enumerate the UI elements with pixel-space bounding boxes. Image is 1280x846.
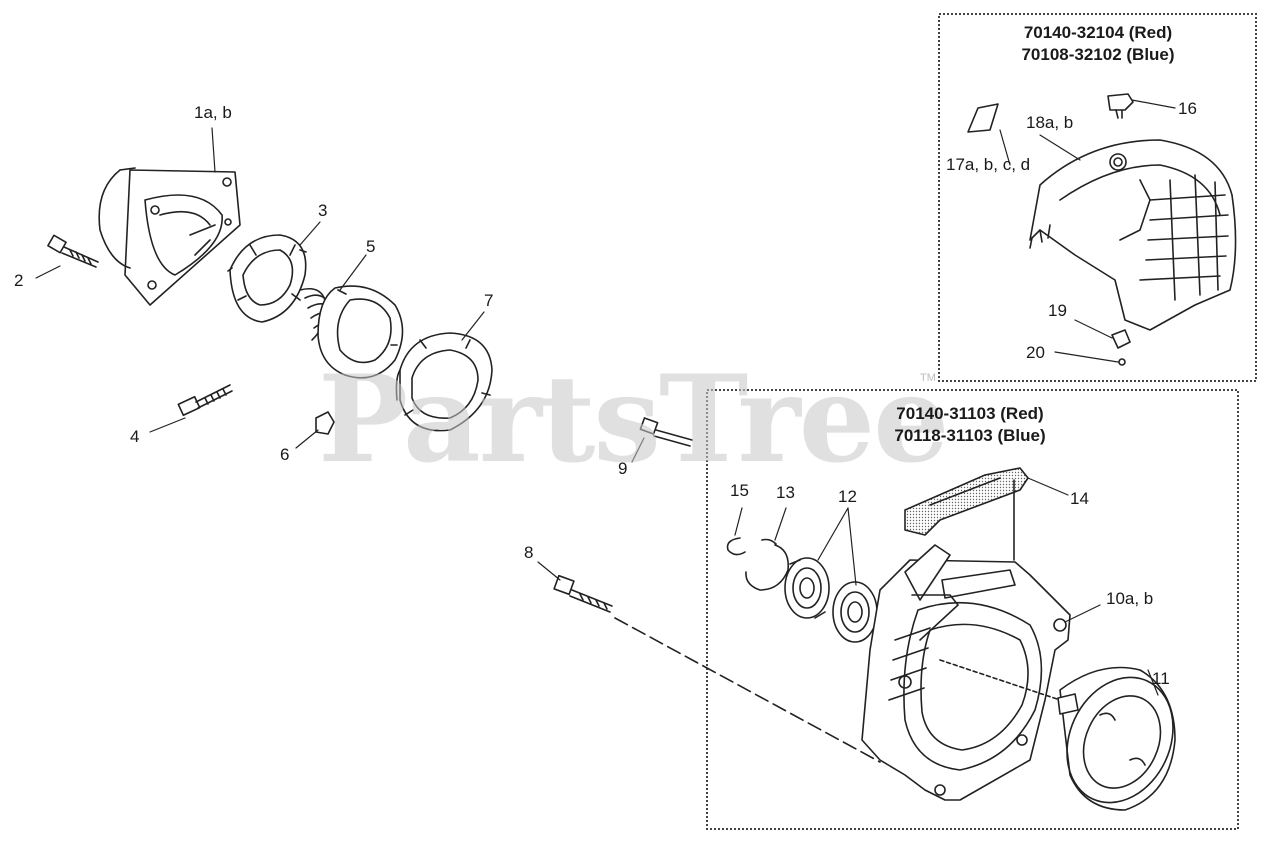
callout-11[interactable]: 11 — [1152, 669, 1170, 688]
callout-19[interactable]: 19 — [1048, 301, 1067, 320]
callout-17[interactable]: 17a, b, c, d — [946, 155, 1031, 174]
part-8-long-bolt — [553, 574, 881, 763]
part-16-nut — [1107, 93, 1134, 119]
kit-starter-title: 70140-31103 (Red) 70118-31103 (Blue) — [860, 403, 1080, 447]
callout-15[interactable]: 15 — [730, 481, 749, 500]
callout-14[interactable]: 14 — [1070, 489, 1089, 508]
callout-4[interactable]: 4 — [130, 427, 140, 446]
part-11-drum — [1057, 666, 1176, 811]
kit-cover-title: 70140-32104 (Red) 70108-32102 (Blue) — [990, 22, 1206, 66]
callout-1[interactable]: 1a, b — [194, 103, 232, 122]
part-15-clip — [726, 537, 746, 556]
part-4-stud — [177, 384, 233, 417]
part-6-nut — [315, 411, 335, 435]
callout-8[interactable]: 8 — [524, 543, 534, 562]
watermark-text: PartsTree — [318, 349, 949, 490]
part-3-clutch-shoe — [227, 234, 307, 323]
part-19-bracket — [1111, 329, 1131, 349]
part-13-snap-ring — [745, 538, 790, 591]
kit-starter-line-2: 70118-31103 (Blue) — [894, 426, 1046, 445]
callout-13[interactable]: 13 — [776, 483, 795, 502]
callout-5[interactable]: 5 — [366, 237, 376, 256]
part-2-bolt — [47, 234, 99, 268]
kit-cover-box — [938, 13, 1257, 382]
callout-20[interactable]: 20 — [1026, 343, 1045, 362]
part-5-spring — [299, 285, 404, 379]
part-1-clutch-housing — [98, 167, 241, 306]
part-17-decal — [967, 103, 999, 133]
callout-16[interactable]: 16 — [1178, 99, 1197, 118]
kit-starter-line-1: 70140-31103 (Red) — [896, 404, 1044, 423]
callout-12[interactable]: 12 — [838, 487, 857, 506]
part-12-bearings — [784, 557, 878, 643]
part-20-screw — [1118, 358, 1126, 366]
callout-10[interactable]: 10a, b — [1106, 589, 1154, 608]
callout-9[interactable]: 9 — [618, 459, 628, 478]
part-14-handle — [904, 467, 1029, 561]
callout-7[interactable]: 7 — [484, 291, 494, 310]
callout-6[interactable]: 6 — [280, 445, 290, 464]
callout-18[interactable]: 18a, b — [1026, 113, 1074, 132]
part-7-clutch-drum — [395, 332, 493, 432]
callout-3[interactable]: 3 — [318, 201, 328, 220]
kit-cover-line-2: 70108-32102 (Blue) — [1021, 45, 1175, 64]
kit-starter-box — [706, 389, 1239, 830]
watermark-trademark: TM — [920, 372, 936, 384]
leader-lines — [35, 99, 1176, 696]
kit-cover-line-1: 70140-32104 (Red) — [1023, 23, 1173, 42]
callout-2[interactable]: 2 — [14, 271, 24, 290]
part-18-cover — [1029, 139, 1237, 331]
part-9-bolt — [639, 417, 693, 447]
part-10-starter-housing — [861, 544, 1071, 801]
